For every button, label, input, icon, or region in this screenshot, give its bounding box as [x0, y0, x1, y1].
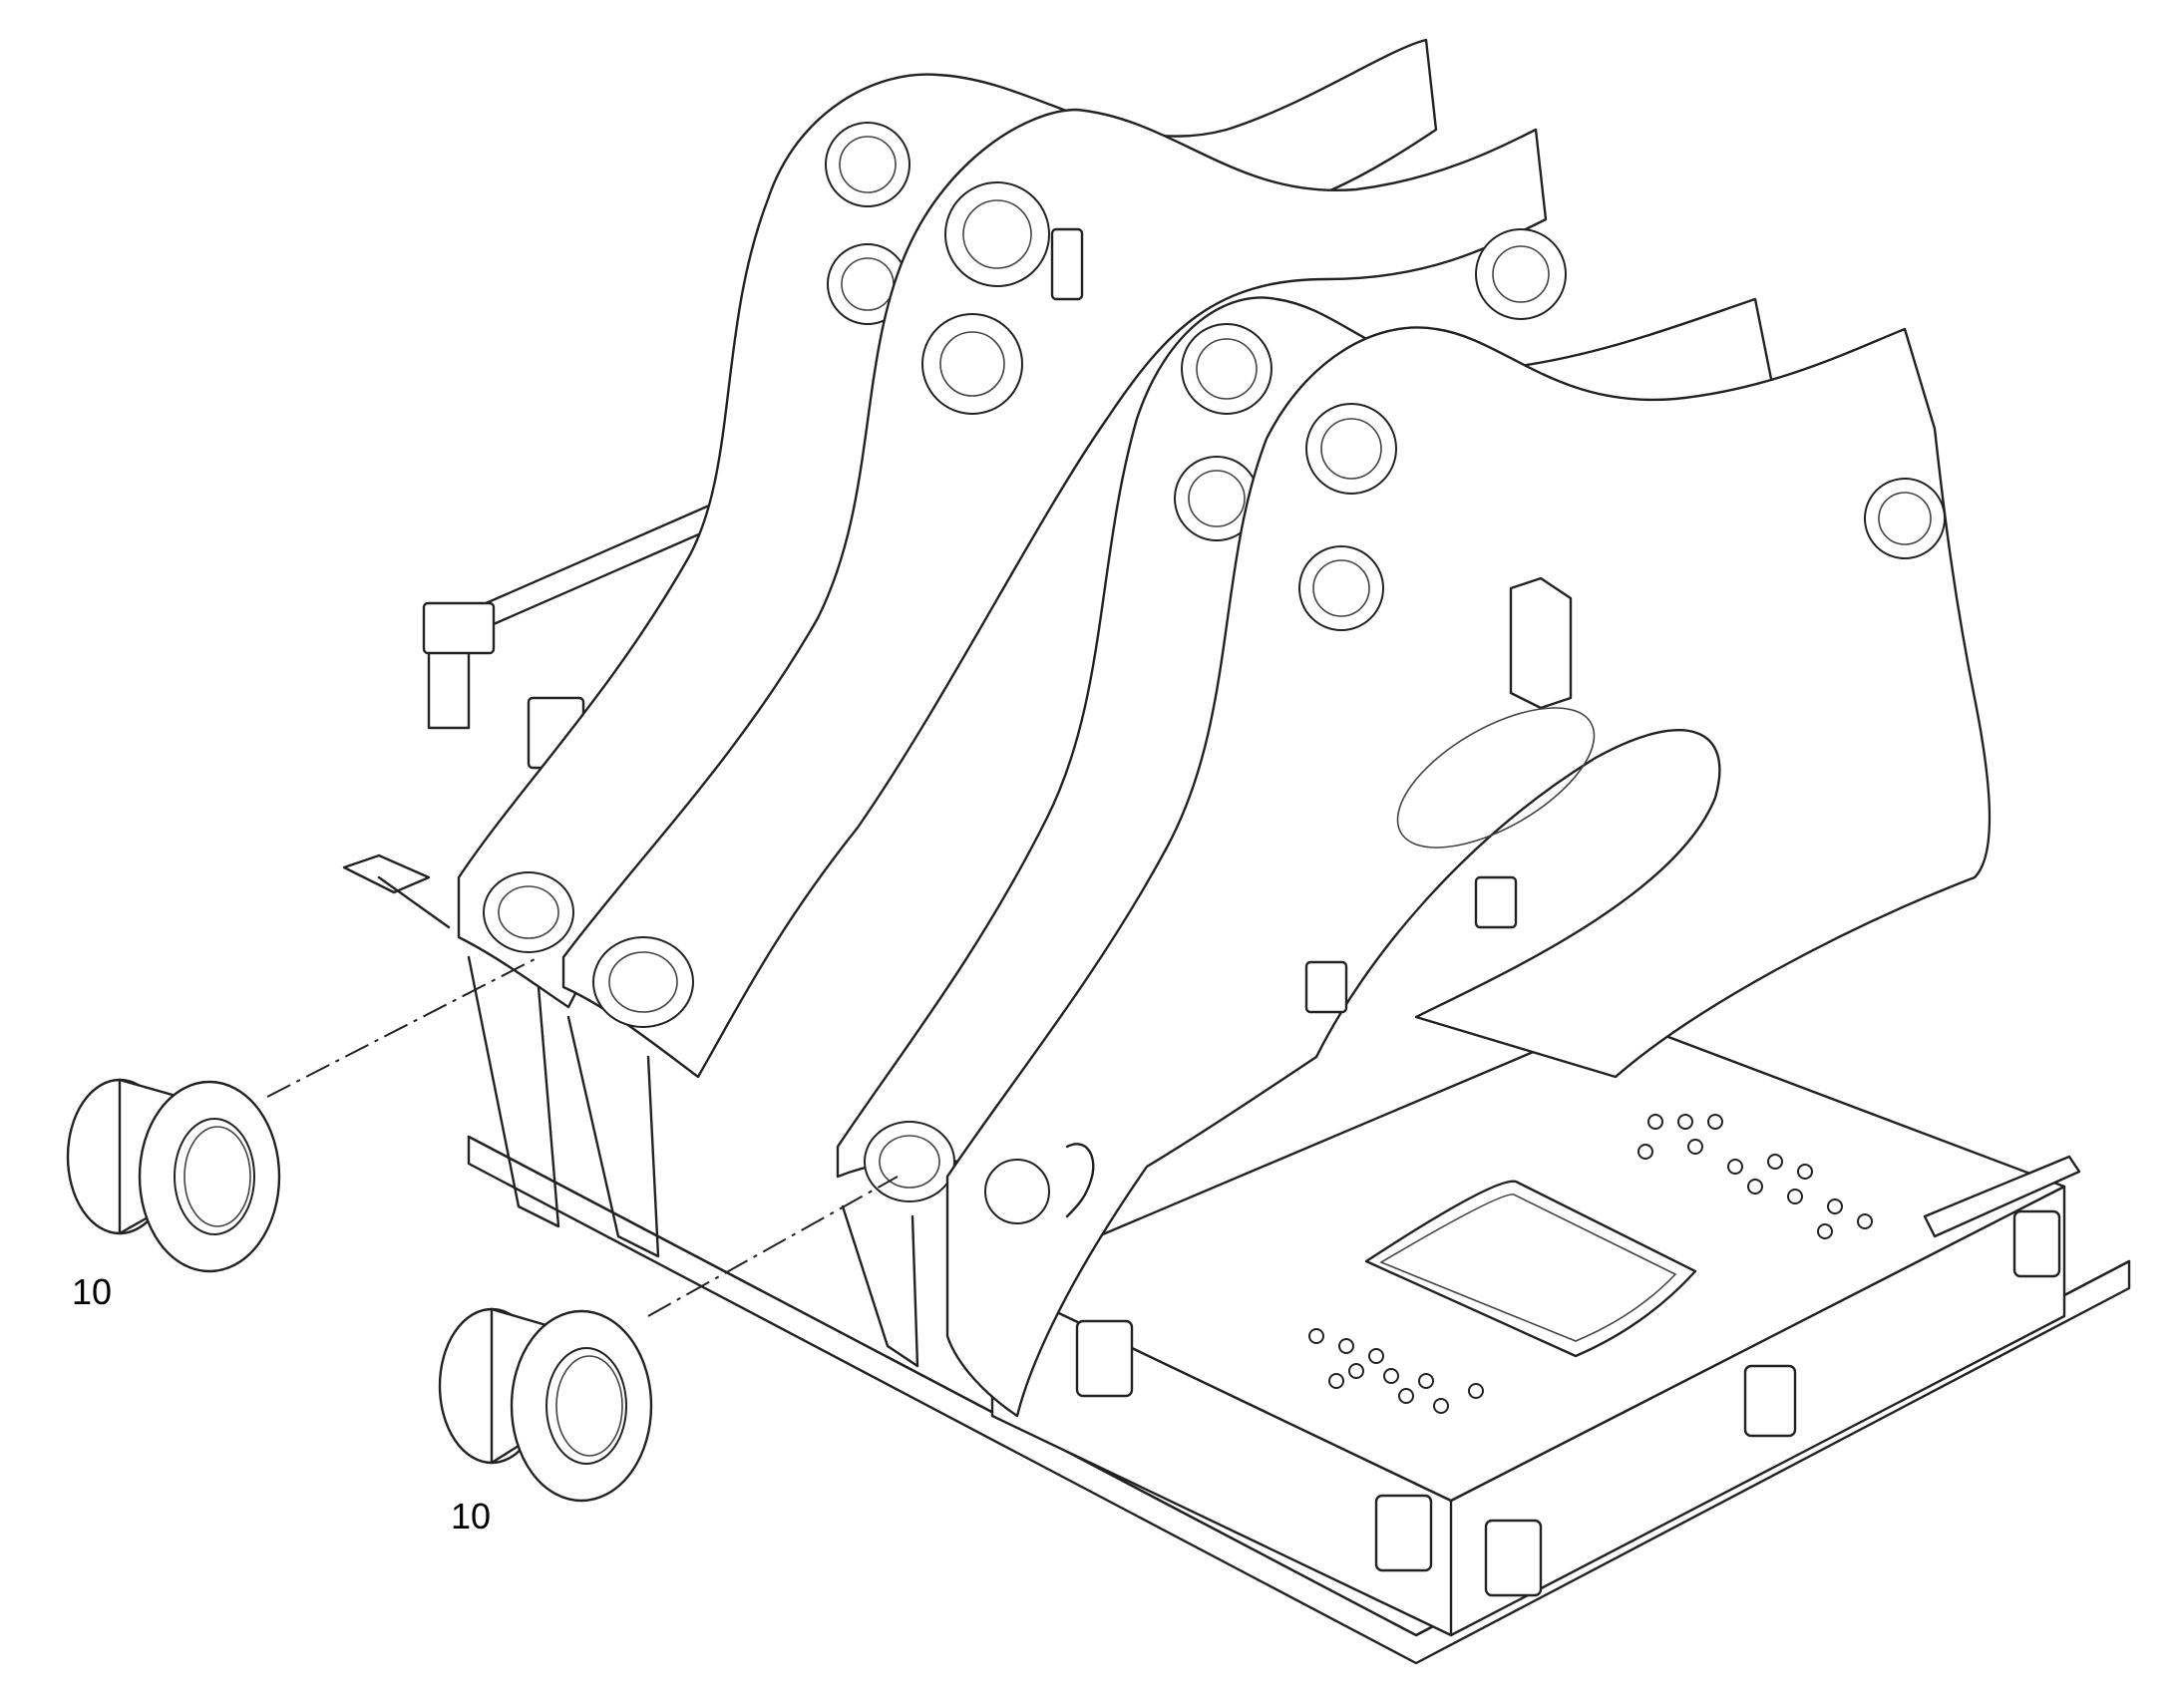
top-hole-pattern — [1308, 1114, 1873, 1414]
callout-label-upper: 10 — [72, 1271, 113, 1312]
side-pads — [1075, 1209, 2061, 1597]
arm-plate-1 — [457, 38, 1438, 1228]
bushing-upper — [66, 1078, 281, 1273]
centerline-upper — [266, 956, 540, 1098]
arm-plate-2 — [561, 108, 1567, 1258]
bushing-lower — [438, 1307, 653, 1503]
lower-box-body — [990, 1015, 2081, 1637]
centerline-lower — [647, 1176, 899, 1317]
callout-label-lower: 10 — [451, 1496, 492, 1537]
arm-plate-4 — [945, 326, 1992, 1418]
